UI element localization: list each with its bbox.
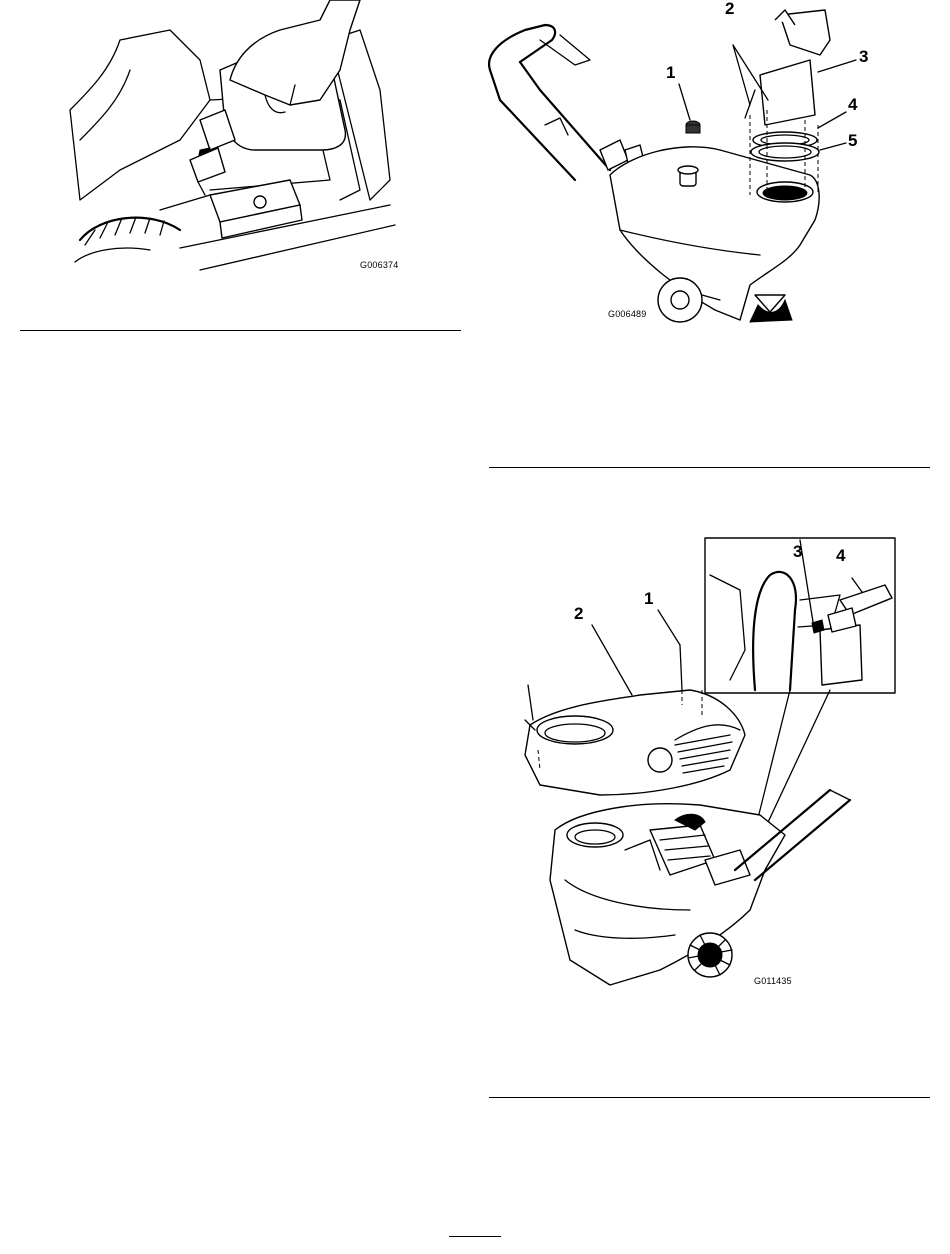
chute-assembly-illustration xyxy=(480,0,880,330)
callout-3: 3 xyxy=(859,48,868,65)
figure-oil-fill: G006374 xyxy=(60,0,400,275)
callout-1: 1 xyxy=(666,64,675,81)
section-divider xyxy=(20,330,461,331)
section-divider xyxy=(489,1097,930,1098)
figure-code: G006489 xyxy=(608,309,646,319)
callout-3: 3 xyxy=(793,543,802,560)
callout-4: 4 xyxy=(848,96,857,113)
callout-4: 4 xyxy=(836,547,845,564)
callout-1: 1 xyxy=(644,590,653,607)
cover-removal-illustration xyxy=(500,530,900,1000)
callout-2: 2 xyxy=(574,605,583,622)
figure-code: G011435 xyxy=(754,976,792,986)
callout-2: 2 xyxy=(725,0,734,17)
section-divider xyxy=(489,467,930,468)
page-number xyxy=(449,1236,501,1239)
figure-cover-removal: 1 2 3 4 G011435 xyxy=(500,530,900,1000)
figure-chute-assembly: 1 2 3 4 5 G006489 xyxy=(480,0,880,330)
callout-5: 5 xyxy=(848,132,857,149)
figure-code: G006374 xyxy=(360,260,398,270)
oil-fill-illustration xyxy=(60,0,400,275)
